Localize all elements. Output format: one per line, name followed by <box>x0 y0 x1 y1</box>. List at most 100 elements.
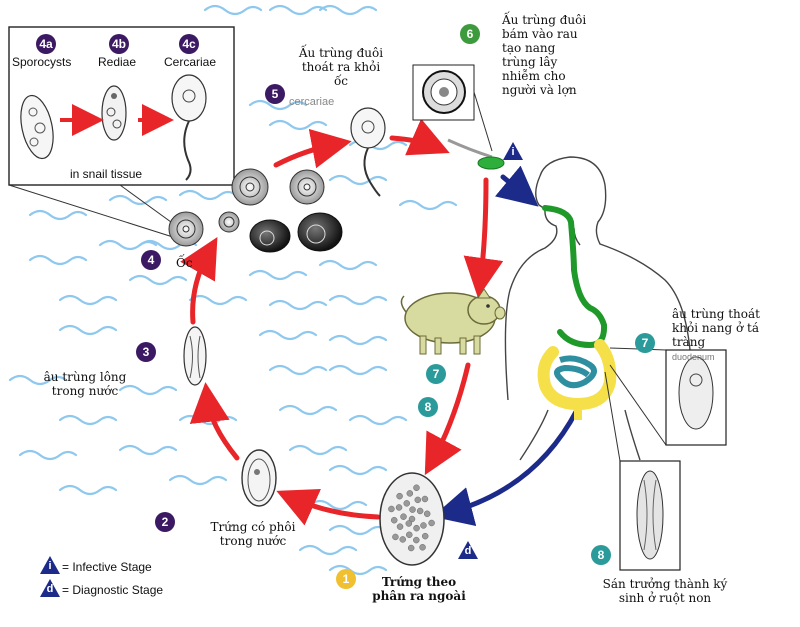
stage-5-overlay-text: cercariae <box>289 96 335 108</box>
stage-badge-5: 5 <box>265 84 285 104</box>
wave-mark <box>268 299 328 311</box>
snail-tissue-caption: in snail tissue <box>70 167 143 181</box>
egg-granule <box>413 484 420 492</box>
stage-6-label: Ấu trùng đuôi bám vào rau tạo nang trùng… <box>502 13 587 97</box>
wave-mark <box>298 544 358 556</box>
wave-mark <box>318 4 378 16</box>
egg-granule <box>396 492 403 500</box>
unembryonated-egg-drawing <box>379 472 445 566</box>
egg-granule <box>413 536 420 544</box>
stage-badge-4: 4 <box>141 250 161 270</box>
digestive-tract-drawing <box>537 205 617 420</box>
wave-mark <box>328 464 388 476</box>
egg-granule <box>421 532 429 540</box>
wave-mark <box>268 364 328 376</box>
wave-mark <box>248 99 308 111</box>
stage-7-overlay-text: duodenum <box>672 352 715 362</box>
wave-mark <box>178 189 238 201</box>
stage-4-label: Ốc <box>176 256 193 270</box>
egg-granule <box>413 524 420 532</box>
legend-diagnostic-label: = Diagnostic Stage <box>62 583 164 597</box>
egg-granule <box>407 544 415 552</box>
embryonated-egg-drawing <box>241 449 277 507</box>
vegetation-drawing <box>447 138 505 170</box>
rediae-drawing <box>101 85 127 141</box>
pig-drawing <box>400 288 506 355</box>
wave-mark <box>18 449 78 461</box>
stage-badge-6: 6 <box>460 24 480 44</box>
stage-5-label: Ấu trùng đuôi thoát ra khỏi ốc <box>298 46 384 88</box>
wave-mark <box>188 294 248 306</box>
wave-mark <box>28 209 88 221</box>
wave-mark <box>58 484 118 496</box>
cercariae-label: Cercariae <box>164 55 217 69</box>
stage-badge-4b: 4b <box>109 34 129 54</box>
wave-mark <box>128 274 188 286</box>
stage-3-label: âu trùng lông trong nước <box>43 370 127 398</box>
wave-mark <box>203 4 263 16</box>
wave-mark <box>318 259 378 271</box>
egg-granule <box>416 507 424 515</box>
adult-fluke-inset <box>604 371 681 571</box>
egg-granule <box>409 506 416 513</box>
egg-granule <box>419 544 426 551</box>
cercaria-free-drawing <box>350 107 386 197</box>
stage-badge-3: 3 <box>136 342 156 362</box>
wave-mark <box>328 294 388 306</box>
miracidium-drawing <box>183 326 207 386</box>
legend-infective-label: = Infective Stage <box>62 560 152 574</box>
egg-granule <box>399 536 406 543</box>
egg-granule <box>400 513 407 520</box>
stage-badge-1: 1 <box>336 569 356 589</box>
wave-mark <box>118 384 178 396</box>
wave-mark <box>348 414 408 426</box>
wave-mark <box>328 564 388 576</box>
stage-badge-4a: 4a <box>36 34 56 54</box>
wave-mark <box>258 329 318 341</box>
host-arrows <box>432 165 580 527</box>
stage-badge-4c: 4c <box>179 34 199 54</box>
rediae-label: Rediae <box>98 55 137 69</box>
metacercaria-inset <box>412 64 493 152</box>
stage-8-host-label: Sán trưởng thành ký sinh ở ruột non <box>602 577 728 605</box>
egg-granule <box>423 510 431 518</box>
egg-granule <box>396 523 404 530</box>
wave-mark <box>118 444 178 456</box>
wave-mark <box>248 269 308 281</box>
wave-mark <box>328 334 388 346</box>
egg-granule <box>406 531 413 539</box>
stage-badge-2: 2 <box>155 512 175 532</box>
wave-mark <box>268 119 328 131</box>
legend-diagnostic-icon: d <box>40 579 60 597</box>
egg-granule <box>388 505 395 513</box>
egg-granule <box>403 500 410 507</box>
sporocysts-label: Sporocysts <box>12 55 72 69</box>
wave-mark <box>328 364 388 376</box>
cycle-arrows <box>180 118 504 526</box>
stage-7-host-label: âu trùng thoát khỏi nang ở tá tràng <box>672 307 760 349</box>
egg-granule <box>395 504 403 511</box>
snail-group <box>168 168 343 253</box>
wave-mark <box>288 444 348 456</box>
stage-2-label: Trứng có phôi trong nước <box>210 520 296 548</box>
egg-granule <box>405 520 413 527</box>
wave-mark <box>328 524 388 536</box>
egg-granule <box>421 495 429 503</box>
wave-mark <box>8 374 68 386</box>
wave-mark <box>58 294 118 306</box>
egg-granule <box>406 490 414 497</box>
egg-granule <box>414 496 422 504</box>
egg-granule <box>408 515 416 523</box>
stage-badge-7-pig: 7 <box>426 364 446 384</box>
wave-mark <box>178 414 238 426</box>
sporocyst-drawing <box>20 94 54 160</box>
wave-mark <box>108 194 168 206</box>
infective-stage-marker: i <box>503 142 523 160</box>
wave-mark <box>28 254 88 266</box>
egg-granule <box>392 533 399 541</box>
legend-infective-icon: i <box>40 556 60 574</box>
egg-granule <box>420 522 427 529</box>
cercaria-drawing <box>171 74 207 181</box>
egg-granule <box>428 519 435 527</box>
